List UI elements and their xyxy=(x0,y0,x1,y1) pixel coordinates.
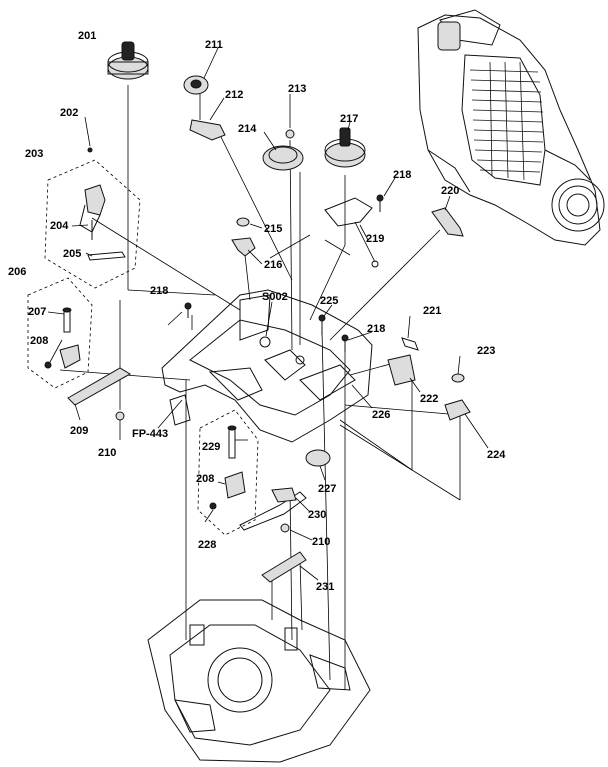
part-208-screw-a xyxy=(44,361,52,369)
bottom-chassis xyxy=(147,599,371,763)
part-labels: 201 202 203 204 205 206 207 208 208 209 … xyxy=(8,30,506,593)
label-226: 226 xyxy=(372,409,390,421)
part-212-bracket xyxy=(189,119,226,141)
part-225-screw xyxy=(318,314,326,335)
part-203-assembly xyxy=(79,184,106,233)
label-206: 206 xyxy=(8,266,26,278)
label-211: 211 xyxy=(205,39,223,51)
label-fp443: FP-443 xyxy=(132,428,168,440)
group-box-203 xyxy=(44,159,141,289)
part-221-spring xyxy=(401,337,419,351)
label-218-c: 218 xyxy=(367,323,385,335)
part-208-screw-b xyxy=(209,502,217,510)
part-202-screw xyxy=(87,147,93,153)
camcorder-body-illustration xyxy=(417,9,605,246)
group-box-228 xyxy=(197,409,259,536)
label-220: 220 xyxy=(441,185,459,197)
label-207: 207 xyxy=(28,306,46,318)
label-208-b: 208 xyxy=(196,473,214,485)
part-218-screw xyxy=(376,194,384,212)
part-220-slider xyxy=(431,207,464,237)
part-219-lever xyxy=(324,197,379,268)
label-208-a: 208 xyxy=(30,335,48,347)
part-223-cap xyxy=(451,373,465,383)
label-212: 212 xyxy=(225,89,243,101)
label-223: 223 xyxy=(477,345,495,357)
label-229: 229 xyxy=(202,441,220,453)
part-209-rack xyxy=(67,367,131,406)
label-224: 224 xyxy=(487,449,506,461)
label-210-b: 210 xyxy=(312,536,330,548)
label-230: 230 xyxy=(308,509,326,521)
label-231: 231 xyxy=(316,581,334,593)
part-205-spring xyxy=(87,251,126,261)
part-210-washer-a xyxy=(115,411,125,421)
label-219: 219 xyxy=(366,233,384,245)
label-210-a: 210 xyxy=(98,447,116,459)
label-218-b: 218 xyxy=(150,285,168,297)
part-217-gear xyxy=(324,127,366,168)
part-231-slider xyxy=(261,551,307,583)
label-225: 225 xyxy=(320,295,338,307)
part-227-gear xyxy=(305,449,331,467)
label-222: 222 xyxy=(420,393,438,405)
part-201-gear xyxy=(107,41,149,80)
label-s002: S002 xyxy=(262,291,288,303)
label-203: 203 xyxy=(25,148,43,160)
main-chassis xyxy=(161,289,373,443)
label-217: 217 xyxy=(340,113,358,125)
part-214-gear xyxy=(262,145,304,171)
label-221: 221 xyxy=(423,305,441,317)
label-201: 201 xyxy=(78,30,96,42)
projection-lines xyxy=(59,85,461,690)
part-207-shaft xyxy=(62,307,72,333)
part-228-gear xyxy=(224,471,246,499)
label-214: 214 xyxy=(238,123,257,135)
label-228: 228 xyxy=(198,539,216,551)
part-206-gear xyxy=(59,344,81,369)
label-216: 216 xyxy=(264,259,282,271)
part-224-arm xyxy=(444,399,471,421)
part-230-arm xyxy=(239,487,307,531)
label-218-a: 218 xyxy=(393,169,411,181)
part-218-screw-b xyxy=(341,334,349,352)
label-202: 202 xyxy=(60,107,78,119)
part-210-washer-b xyxy=(280,523,290,533)
label-227: 227 xyxy=(318,483,336,495)
label-204: 204 xyxy=(50,220,69,232)
part-218-screw-a xyxy=(184,302,192,318)
label-209: 209 xyxy=(70,425,88,437)
label-205: 205 xyxy=(63,248,81,260)
part-215-cap xyxy=(236,217,250,227)
part-213-washer xyxy=(285,129,295,139)
part-211-gear xyxy=(183,75,209,95)
label-215: 215 xyxy=(264,223,282,235)
part-222-lever xyxy=(387,354,416,386)
leader-lines xyxy=(47,47,489,581)
part-229-shaft xyxy=(227,425,237,459)
label-213: 213 xyxy=(288,83,306,95)
